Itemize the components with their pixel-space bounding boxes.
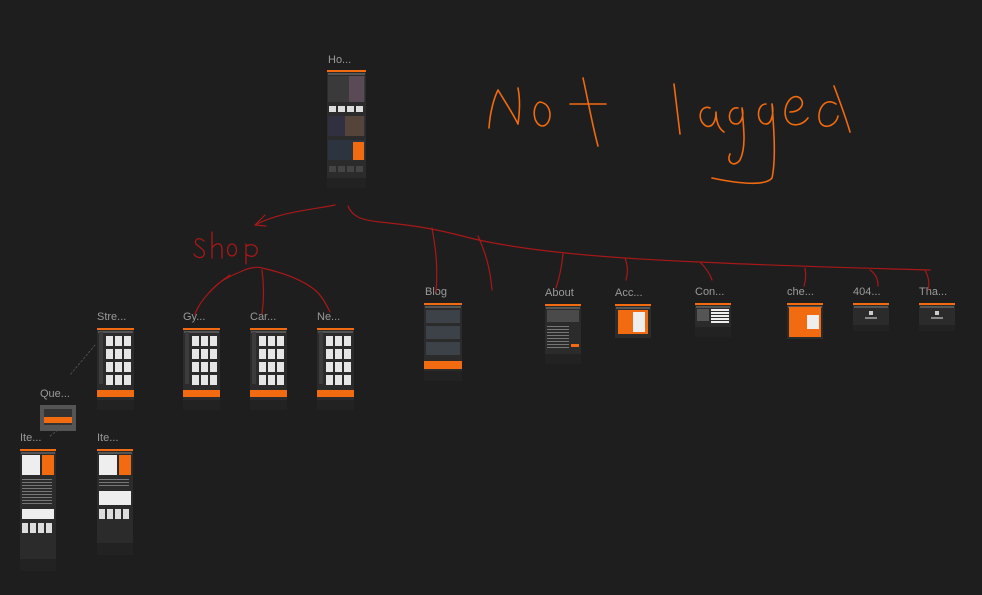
frame-car[interactable] <box>250 328 287 410</box>
frame-label-car[interactable]: Car... <box>250 311 277 323</box>
frame-label-streetwear[interactable]: Stre... <box>97 311 127 323</box>
frame-thumbnail <box>545 304 581 364</box>
frame-thank-you[interactable] <box>919 303 955 331</box>
frame-home[interactable] <box>327 70 366 188</box>
frame-thumbnail <box>853 303 889 331</box>
frame-label-account[interactable]: Acc... <box>615 287 643 299</box>
frame-thumbnail <box>250 328 287 410</box>
frame-thumbnail <box>97 449 133 555</box>
frame-404[interactable] <box>853 303 889 331</box>
frame-label-404[interactable]: 404... <box>853 286 881 298</box>
frame-thumbnail <box>787 303 823 339</box>
frame-thumbnail <box>40 405 76 431</box>
frame-thumbnail <box>919 303 955 331</box>
frame-quick-view[interactable] <box>40 405 76 431</box>
frame-new[interactable] <box>317 328 354 410</box>
frame-label-new[interactable]: Ne... <box>317 311 341 323</box>
frame-blog[interactable] <box>424 303 462 381</box>
frame-streetwear[interactable] <box>97 328 134 410</box>
frame-thumbnail <box>317 328 354 410</box>
frame-label-contact[interactable]: Con... <box>695 286 725 298</box>
frame-thumbnail <box>615 304 651 338</box>
frame-item-1[interactable] <box>20 449 56 571</box>
frame-thumbnail <box>20 449 56 571</box>
frame-label-about[interactable]: About <box>545 287 574 299</box>
frame-thumbnail <box>97 328 134 410</box>
frame-item-2[interactable] <box>97 449 133 555</box>
frame-contact[interactable] <box>695 303 731 337</box>
frame-label-item-2[interactable]: Ite... <box>97 432 119 444</box>
frame-label-checkout[interactable]: che... <box>787 286 814 298</box>
frame-label-blog[interactable]: Blog <box>425 286 448 298</box>
frame-thumbnail <box>327 70 366 188</box>
frame-account[interactable] <box>615 304 651 338</box>
frame-thumbnail <box>424 303 462 381</box>
frame-label-quick-view[interactable]: Que... <box>40 388 70 400</box>
frame-thumbnail <box>183 328 220 410</box>
frame-label-home[interactable]: Ho... <box>328 54 352 66</box>
frame-label-gym[interactable]: Gy... <box>183 311 206 323</box>
frame-label-item-1[interactable]: Ite... <box>20 432 42 444</box>
frame-about[interactable] <box>545 304 581 364</box>
frame-checkout[interactable] <box>787 303 823 339</box>
frame-gym[interactable] <box>183 328 220 410</box>
frame-label-thank-you[interactable]: Tha... <box>919 286 948 298</box>
frame-thumbnail <box>695 303 731 337</box>
